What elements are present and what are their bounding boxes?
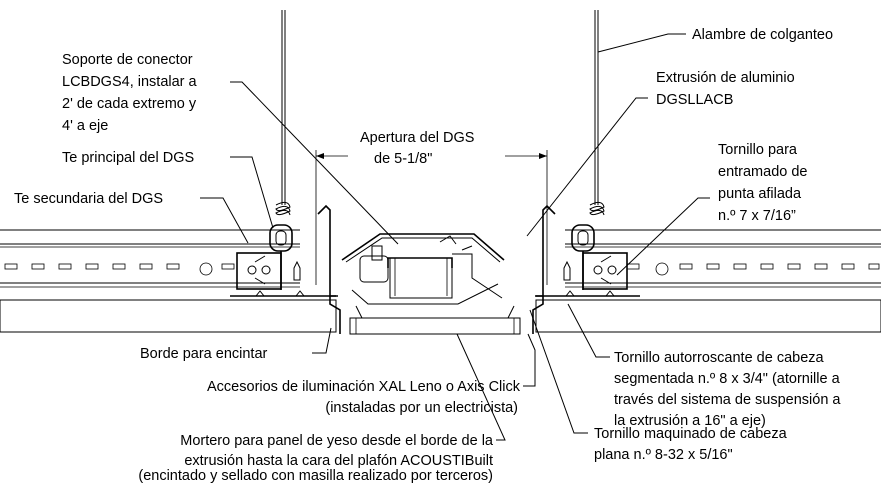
aluminum-extrusion-right [532,204,556,334]
svg-text:4' a eje: 4' a eje [62,118,108,134]
svg-text:2' de cada extremo y: 2' de cada extremo y [62,96,197,112]
svg-text:través del sistema de suspensi: través del sistema de suspensión a [614,392,841,408]
svg-text:Extrusión de aluminio: Extrusión de aluminio [656,70,795,86]
hanger-wire-right [594,10,599,205]
label-cross-tee: Te secundaria del DGS [14,191,163,207]
svg-text:entramado de: entramado de [718,164,807,180]
svg-text:Tornillo para: Tornillo para [718,142,798,158]
svg-text:Mortero para panel de yeso des: Mortero para panel de yeso desde el bord… [180,433,494,449]
label-light-fixtures: Accesorios de iluminación XAL Leno o Axi… [207,379,521,416]
label-tape-edge: Borde para encintar [140,346,268,362]
svg-text:plana n.º 8-32 x 5/16": plana n.º 8-32 x 5/16" [594,447,733,463]
svg-text:DGSLLACB: DGSLLACB [656,92,733,108]
aluminum-extrusion-left [317,204,341,334]
framing-screw-left [293,260,301,281]
svg-text:n.º 7 x 7/16”: n.º 7 x 7/16” [718,208,796,224]
hanger-wire-left [281,10,286,205]
cross-tee-right [565,229,881,288]
framing-screw-right [563,260,571,281]
svg-text:Accesorios de iluminación XAL: Accesorios de iluminación XAL Leno o Axi… [207,379,521,395]
label-joint-compound: Mortero para panel de yeso desde el bord… [138,433,494,483]
svg-text:(instaladas por un electricist: (instaladas por un electricista) [325,400,518,416]
light-fixture [341,233,521,335]
ceiling-board-left [0,299,337,333]
dgs-opening-dimension [315,150,548,285]
svg-text:segmentada n.º 8 x 3/4" (atorn: segmentada n.º 8 x 3/4" (atornille a [614,371,841,387]
svg-text:de 5-1/8": de 5-1/8" [374,151,432,167]
label-machine-screw: Tornillo maquinado de cabeza plana n.º 8… [594,426,788,463]
wire-twist-right [589,201,605,216]
label-framing-screw: Tornillo para entramado de punta afilada… [718,142,807,224]
cross-tee-left [0,229,300,288]
connector-bracket-left [236,252,282,290]
svg-text:extrusión hasta la cara del pl: extrusión hasta la cara del plafón ACOUS… [184,453,493,469]
label-main-tee: Te principal del DGS [62,150,194,166]
svg-text:la extrusión a 16" a eje): la extrusión a 16" a eje) [614,413,766,429]
label-dgs-opening: Apertura del DGS de 5-1/8" [360,130,474,167]
svg-text:LCBDGS4, instalar a: LCBDGS4, instalar a [62,74,198,90]
label-aluminum-extrusion: Extrusión de aluminio DGSLLACB [656,70,795,108]
svg-text:Soporte de conector: Soporte de conector [62,52,193,68]
ceiling-board-right [535,299,881,333]
leader-lines [200,33,710,441]
wire-twist-left [275,201,291,216]
svg-text:Tornillo autorroscante de cabe: Tornillo autorroscante de cabeza [614,350,825,366]
svg-text:Tornillo maquinado de cabeza: Tornillo maquinado de cabeza [594,426,788,442]
self-tapping-screw-heads [254,290,616,297]
svg-text:(encintado y sellado con masil: (encintado y sellado con masilla realiza… [138,468,493,483]
svg-text:Apertura del DGS: Apertura del DGS [360,130,474,146]
label-self-tapping-screw: Tornillo autorroscante de cabeza segment… [614,350,841,429]
svg-text:punta afilada: punta afilada [718,186,802,202]
label-connector-bracket: Soporte de conector LCBDGS4, instalar a … [62,52,198,134]
connector-bracket-right [582,252,628,290]
label-hanger-wire: Alambre de colganteo [692,27,833,43]
